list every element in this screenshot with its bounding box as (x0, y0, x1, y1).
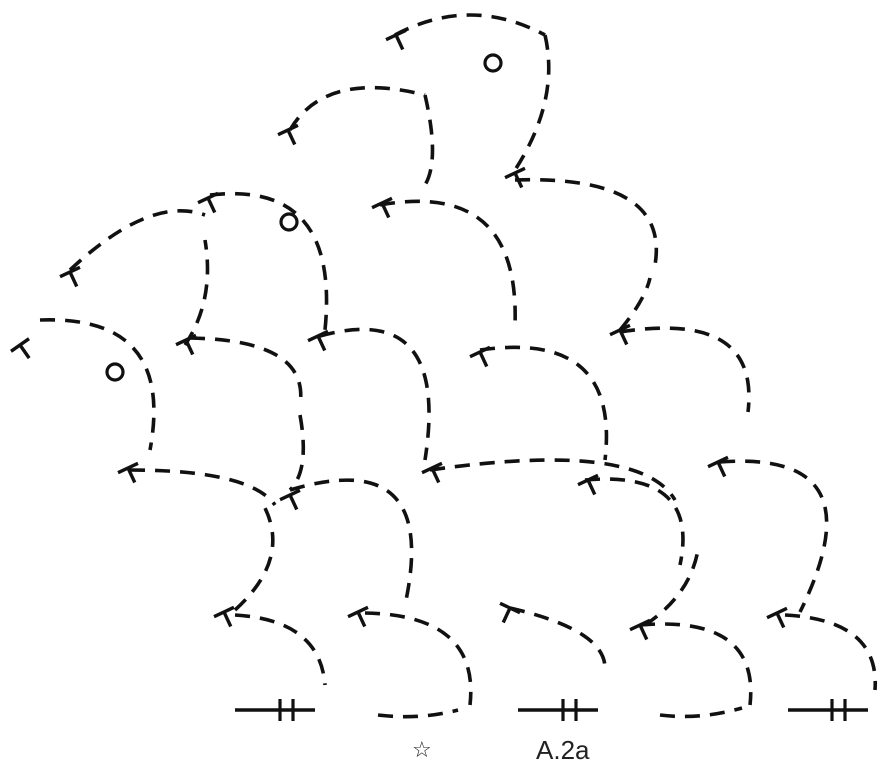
chain-loop (234, 613, 327, 686)
chain-loop (619, 326, 751, 413)
stitch-symbol (307, 329, 329, 352)
chain-loop (319, 327, 431, 461)
row-1-chain-loops (234, 606, 877, 719)
ring-mark (279, 212, 299, 232)
chain-loop (379, 199, 517, 326)
chain-loop (288, 414, 306, 492)
stitch-symbol (59, 265, 81, 288)
stitch-symbol (469, 345, 491, 368)
chain-loop (68, 209, 206, 272)
row-2-chain-loops (233, 458, 829, 627)
star-marker-label: ☆ (412, 738, 432, 763)
stitch-symbol (609, 323, 631, 346)
stitch-symbol (577, 473, 599, 496)
stitch-symbol (117, 461, 139, 484)
foundation-row (235, 699, 868, 721)
chain-loop (189, 336, 303, 406)
chain-loop (289, 478, 414, 606)
chain-loop (719, 459, 829, 613)
chain-loop (39, 318, 156, 451)
chain-loop (429, 458, 677, 501)
foundation-mark (518, 699, 598, 721)
chain-loop (423, 94, 435, 186)
stitch-symbol (197, 191, 219, 214)
stitch-symbol (766, 606, 788, 629)
row-3-chain-loops (129, 326, 751, 507)
stitch-symbol (277, 123, 299, 146)
ring-marks (105, 53, 503, 382)
row-4-chain-loops (39, 177, 659, 451)
chain-loop (129, 468, 277, 507)
ring-mark (105, 362, 125, 382)
chain-loop (618, 277, 652, 332)
chain-loop (659, 706, 743, 719)
chart-section-label: A.2a (536, 735, 590, 765)
stitch-symbol (629, 618, 651, 641)
chain-loop (784, 613, 877, 691)
row-5-chain-loops (68, 85, 435, 272)
chain-loop (584, 477, 685, 566)
chain-loop (639, 622, 753, 706)
row-6-chain-loops (394, 13, 551, 171)
stitch-symbol (385, 28, 407, 51)
chain-loop (233, 507, 275, 612)
chain-loop (377, 708, 459, 719)
stitch-symbol (213, 605, 235, 628)
chain-loop (509, 606, 607, 669)
foundation-mark (788, 699, 868, 721)
stitch-symbol (707, 455, 729, 478)
chain-loop (394, 13, 546, 37)
chain-loop (514, 177, 659, 266)
chain-loop (288, 85, 426, 131)
chain-loop (209, 191, 329, 331)
stitch-symbol (371, 196, 393, 219)
stitch-symbol (504, 166, 526, 189)
stitch-symbol (347, 605, 369, 628)
foundation-mark (235, 699, 315, 721)
stitch-symbols (10, 28, 788, 641)
stitch-symbol (175, 333, 197, 356)
chain-loop (644, 549, 700, 627)
ring-mark (483, 53, 503, 73)
stitch-symbol (10, 337, 31, 360)
chain-loop (183, 239, 210, 346)
chain-loop (364, 611, 473, 706)
stitch-symbol (421, 461, 443, 484)
stitch-symbol (279, 488, 301, 511)
chain-loop (479, 345, 609, 461)
stitch-symbol (499, 601, 521, 624)
chain-loop (513, 34, 551, 171)
